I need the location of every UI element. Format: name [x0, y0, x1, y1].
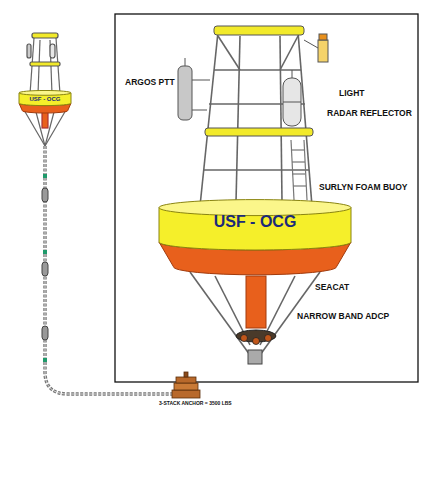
argos-ptt — [178, 58, 210, 120]
buoy-hull-node: USF - OCG — [18, 90, 72, 114]
buoy-name: USF - OCG — [158, 198, 352, 230]
small-buoy-tower — [27, 33, 60, 94]
radar-reflector — [283, 70, 301, 126]
part-label: 3-STACK ANCHOR = 3500 LBS — [158, 401, 233, 407]
part-label: LIGHT — [338, 89, 366, 98]
mooring-chain — [42, 146, 176, 394]
light — [304, 34, 328, 62]
part-label: RADAR REFLECTOR — [326, 109, 413, 118]
buoy-name: USF - OCG — [18, 90, 72, 102]
buoy-hull — [18, 90, 72, 114]
part-label: ARGOS PTT — [124, 78, 176, 87]
buoy-hull — [158, 198, 352, 278]
hull-top — [19, 90, 71, 95]
part-label: SURLYN FOAM BUOY — [318, 183, 408, 192]
ladder — [291, 140, 307, 200]
part-label: NARROW BAND ADCP — [296, 312, 390, 321]
anchor-stack — [172, 372, 200, 398]
part-label: SEACAT — [314, 283, 350, 292]
small-buoy-frame — [24, 110, 66, 146]
buoy-hull-node: USF - OCG — [158, 198, 352, 278]
inset-frame — [115, 14, 418, 382]
big-buoy-tower — [200, 26, 313, 206]
